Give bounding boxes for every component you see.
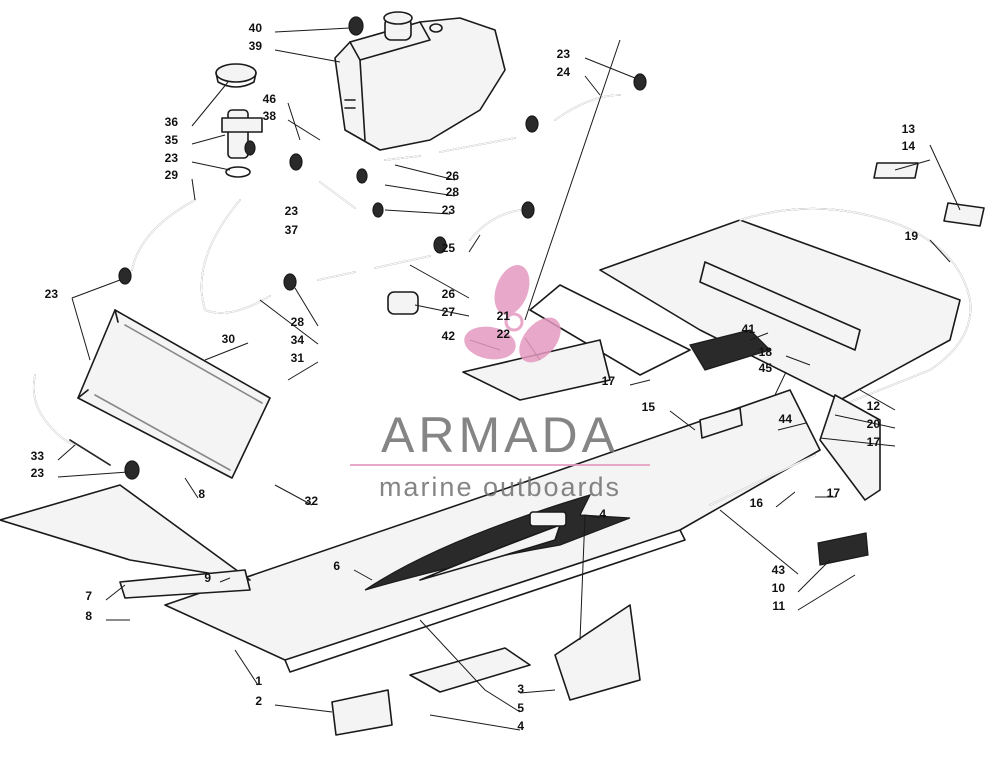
side-decal bbox=[364, 494, 631, 591]
tail-bar bbox=[709, 454, 816, 506]
callout-42: 42 bbox=[442, 329, 456, 343]
callout-6: 6 bbox=[333, 559, 340, 573]
callout-34: 34 bbox=[291, 333, 305, 347]
callout-13: 13 bbox=[902, 122, 916, 136]
coolant-tank bbox=[334, 11, 506, 151]
belly-pan bbox=[0, 389, 821, 673]
watermark: ARMADA marine outboards bbox=[350, 264, 650, 502]
callout-5: 5 bbox=[517, 701, 524, 715]
callout-44: 44 bbox=[779, 412, 793, 426]
callout-24: 24 bbox=[557, 65, 571, 79]
callout-17: 17 bbox=[602, 374, 616, 388]
callout-12: 12 bbox=[867, 399, 881, 413]
callout-43: 43 bbox=[772, 563, 786, 577]
callout-36: 36 bbox=[165, 115, 179, 129]
callout-32: 32 bbox=[305, 494, 319, 508]
leader-lines bbox=[57, 27, 961, 731]
callout-22: 22 bbox=[497, 327, 511, 341]
callout-39: 39 bbox=[249, 39, 263, 53]
callout-4: 4 bbox=[599, 507, 606, 521]
callout-11: 11 bbox=[772, 599, 785, 613]
heat-exchanger-panel bbox=[77, 309, 271, 479]
callout-14: 14 bbox=[902, 139, 916, 153]
callout-20: 20 bbox=[867, 417, 881, 431]
callout-46: 46 bbox=[263, 92, 277, 106]
callout-28: 28 bbox=[446, 185, 460, 199]
callout-8: 8 bbox=[198, 487, 205, 501]
callout-23: 23 bbox=[442, 203, 456, 217]
callout-23: 23 bbox=[31, 466, 45, 480]
brackets bbox=[119, 329, 772, 736]
callout-23: 23 bbox=[45, 287, 59, 301]
callout-26: 26 bbox=[442, 287, 456, 301]
callout-1: 1 bbox=[255, 674, 262, 688]
callout-28: 28 bbox=[291, 315, 305, 329]
reflectors bbox=[817, 162, 985, 566]
callout-45: 45 bbox=[759, 361, 773, 375]
callout-35: 35 bbox=[165, 133, 179, 147]
watermark-rule bbox=[350, 464, 650, 466]
callout-23: 23 bbox=[165, 151, 179, 165]
cap-and-fitting bbox=[215, 63, 263, 178]
callout-4: 4 bbox=[517, 719, 524, 733]
callout-16: 16 bbox=[750, 496, 764, 510]
callout-7: 7 bbox=[85, 589, 92, 603]
callout-21: 21 bbox=[497, 309, 511, 323]
callout-26: 26 bbox=[446, 169, 460, 183]
callout-25: 25 bbox=[442, 241, 456, 255]
callout-9: 9 bbox=[204, 571, 211, 585]
callout-29: 29 bbox=[165, 168, 179, 182]
watermark-brand: ARMADA bbox=[381, 407, 619, 463]
watermark-tagline: marine outboards bbox=[379, 472, 621, 502]
callout-17: 17 bbox=[827, 486, 841, 500]
callout-8: 8 bbox=[85, 609, 92, 623]
hoses bbox=[32, 94, 621, 466]
callout-31: 31 bbox=[291, 351, 305, 365]
callout-38: 38 bbox=[263, 109, 277, 123]
callout-19: 19 bbox=[905, 229, 919, 243]
callout-23: 23 bbox=[557, 47, 571, 61]
propeller-logo-icon bbox=[464, 264, 561, 363]
callout-30: 30 bbox=[222, 332, 236, 346]
callout-41: 41 bbox=[742, 322, 756, 336]
callout-17: 17 bbox=[867, 435, 881, 449]
callout-18: 18 bbox=[759, 345, 773, 359]
callout-15: 15 bbox=[642, 400, 656, 414]
callout-33: 33 bbox=[31, 449, 45, 463]
callout-2: 2 bbox=[255, 694, 262, 708]
callout-40: 40 bbox=[249, 21, 263, 35]
callout-3: 3 bbox=[517, 682, 524, 696]
callout-10: 10 bbox=[772, 581, 786, 595]
callout-23: 23 bbox=[285, 204, 299, 218]
callout-27: 27 bbox=[442, 305, 456, 319]
callout-37: 37 bbox=[285, 223, 299, 237]
